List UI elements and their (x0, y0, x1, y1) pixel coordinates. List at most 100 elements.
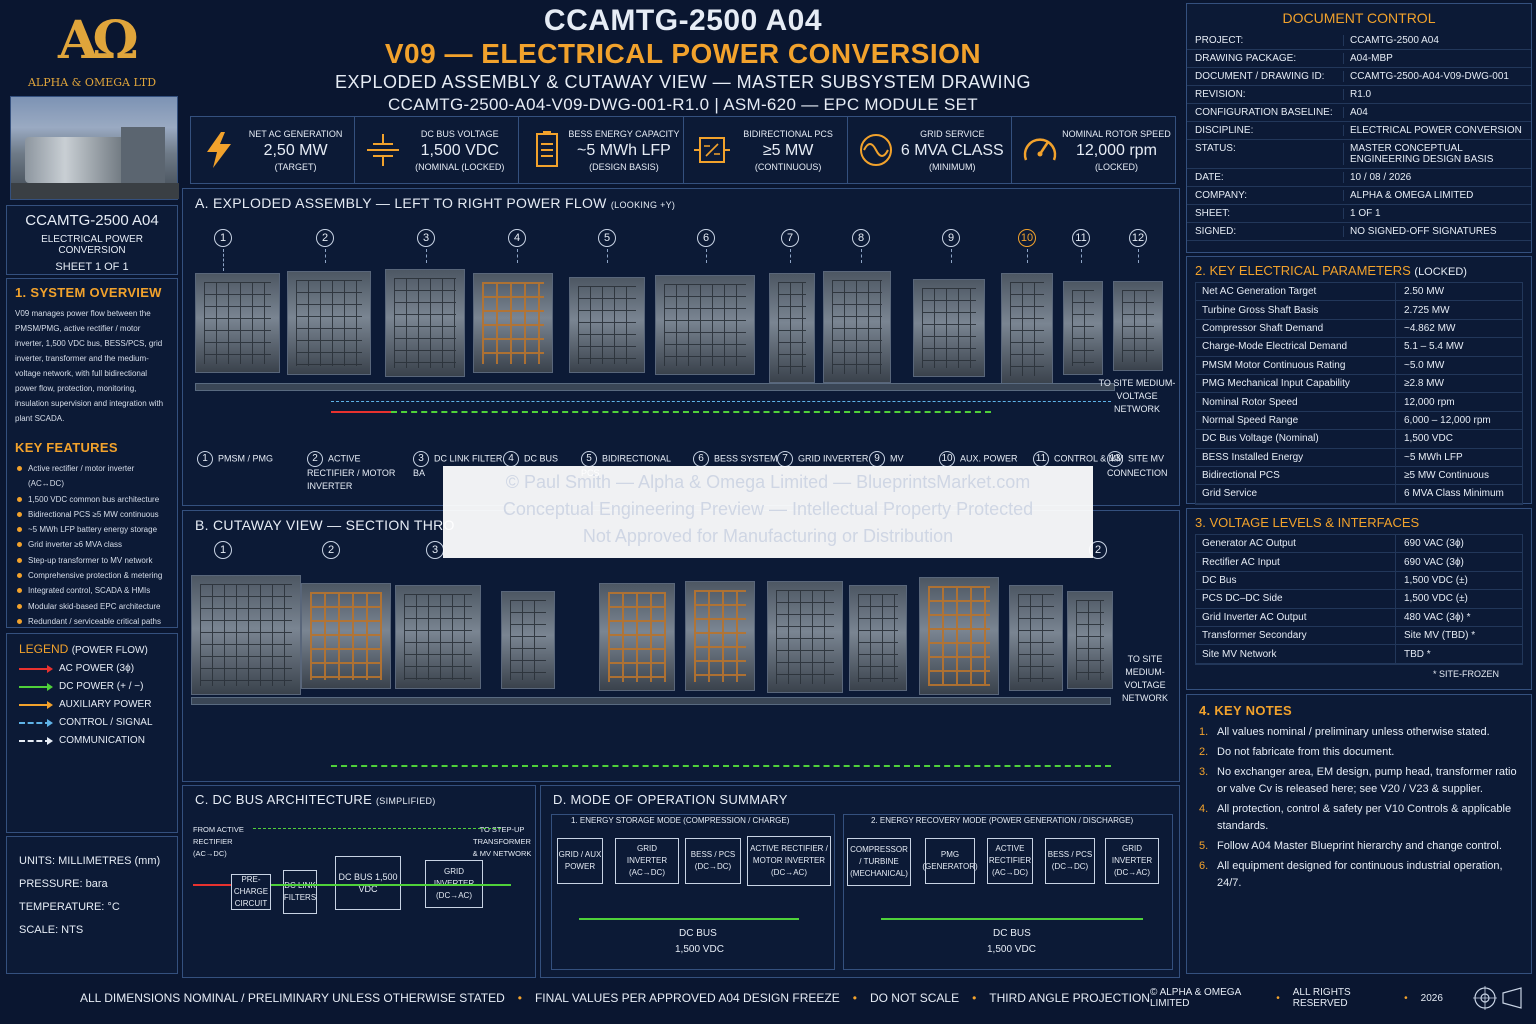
scale-label: SCALE: NTS (19, 924, 84, 936)
mode1-title: 1. ENERGY STORAGE MODE (COMPRESSION / CH… (571, 816, 790, 825)
callout-leader (790, 249, 791, 263)
note-number: 4. (1199, 803, 1209, 815)
callout-number: 8 (852, 229, 870, 247)
kpi-subtitle: (CONTINUOUS) (754, 161, 822, 172)
note-item: 3. No exchanger area, EM design, pump hea… (1199, 764, 1519, 798)
copyright-watermark: © Paul Smith — Alpha & Omega Limited — B… (443, 466, 1093, 558)
field-label: STATUS: (1195, 143, 1236, 154)
label-text: BESS SYSTEM (714, 453, 778, 464)
watermark-line-3: Not Approved for Manufacturing or Distri… (582, 526, 954, 546)
note-text: No exchanger area, EM design, pump head,… (1217, 766, 1517, 795)
footer-note: ALL DIMENSIONS NOMINAL / PRELIMINARY UNL… (80, 991, 505, 1005)
gauge-icon (1023, 138, 1057, 161)
field-label: SIGNED: (1195, 226, 1237, 237)
parameter-name: Bidirectional PCS (1196, 466, 1396, 485)
callout-number: 12 (1129, 229, 1147, 247)
equipment-module (769, 273, 815, 383)
field-value: CCAMTG-2500-A04-V09-DWG-001 (1343, 71, 1523, 82)
cutaway-module (301, 583, 391, 689)
section-a-title-text: A. EXPLODED ASSEMBLY — LEFT TO RIGHT POW… (195, 195, 607, 211)
module-detail (310, 592, 382, 680)
features-title: KEY FEATURES (15, 440, 118, 455)
equipment-module (1001, 273, 1053, 385)
callout-number: 9 (942, 229, 960, 247)
cutaway-module (1009, 585, 1063, 691)
mode1-block: ACTIVE RECTIFIER / MOTOR INVERTER (DC→AC… (747, 836, 831, 886)
mode2-title: 2. ENERGY RECOVERY MODE (POWER GENERATIO… (871, 816, 1134, 825)
architecture-block: DC LINK FILTERS (283, 870, 317, 914)
parameter-value: ~5.0 MW (1404, 359, 1445, 371)
year-text: 2026 (1420, 992, 1443, 1004)
callout-number: 5 (598, 229, 616, 247)
callout-number: 2 (322, 541, 340, 559)
callout-leader (706, 249, 707, 263)
note-item: 5.Follow A04 Master Blueprint hierarchy … (1199, 838, 1519, 855)
parameter-name: PMSM Motor Continuous Rating (1196, 356, 1396, 374)
system-overview-panel: 1. SYSTEM OVERVIEW V09 manages power flo… (6, 278, 178, 628)
field-label: REVISION: (1195, 89, 1246, 100)
legend-title: LEGEND (19, 642, 69, 656)
parameter-name: Site MV Network (1196, 645, 1396, 663)
equipment-module (195, 273, 280, 373)
kpi-subtitle: (LOCKED) (1094, 161, 1138, 172)
kpi-card: BIDIRECTIONAL PCS≥5 MW(CONTINUOUS) (684, 117, 848, 183)
module-detail (404, 594, 472, 680)
module-detail (1122, 290, 1154, 362)
cutaway-module (395, 585, 481, 689)
field-label: DISCIPLINE: (1195, 125, 1254, 136)
kpi-subtitle: (NOMINAL (LOCKED) (415, 161, 505, 172)
feature-item: 1,500 VDC common bus architecture (15, 492, 169, 507)
label-text: GRID INVERTER (798, 453, 869, 464)
field-value: ALPHA & OMEGA LIMITED (1343, 190, 1523, 201)
units-label: UNITS: MILLIMETRES (mm) (19, 855, 161, 867)
label-number: 9 (869, 451, 885, 467)
copyright-text: © ALPHA & OMEGA LIMITED (1149, 987, 1241, 1009)
note-item: 2.Do not fabricate from this document. (1199, 744, 1519, 761)
parameter-name: PMG Mechanical Input Capability (1196, 374, 1396, 393)
field-value: R1.0 (1343, 89, 1523, 100)
note-item: 1.All values nominal / preliminary unles… (1199, 724, 1519, 741)
kpi-text-block: BESS ENERGY CAPACITY~5 MWh LFP(DESIGN BA… (565, 129, 682, 172)
equipment-module (1063, 281, 1103, 375)
note-number: 3. (1199, 766, 1209, 778)
notes-title: 4. KEY NOTES (1199, 703, 1292, 718)
module-detail (296, 280, 362, 366)
dc-bus-architecture-section: C. DC BUS ARCHITECTURE (SIMPLIFIED) FROM… (182, 785, 536, 978)
parameter-row: BESS Installed Energy~5 MWh LFP (1196, 448, 1522, 467)
feature-item: Redundant / serviceable critical paths (15, 614, 169, 629)
module-detail (394, 278, 456, 368)
field-value: CCAMTG-2500 A04 (1343, 35, 1523, 46)
company-logo-block: AΩ ALPHA & OMEGA LTD (6, 4, 179, 204)
callout-leader (607, 249, 608, 263)
mode2-bus-label: DC BUS (993, 928, 1031, 939)
parameter-value: ~5 MWh LFP (1404, 451, 1463, 463)
document-control-row: DOCUMENT / DRAWING ID:CCAMTG-2500-A04-V0… (1187, 68, 1531, 86)
section-d-title: D. MODE OF OPERATION SUMMARY (553, 792, 788, 807)
pcs-icon (693, 137, 730, 163)
parameter-name: Turbine Gross Shaft Basis (1196, 301, 1396, 319)
section-a-title: A. EXPLODED ASSEMBLY — LEFT TO RIGHT POW… (195, 195, 675, 211)
equipment-module (913, 279, 985, 377)
note-number: 5. (1199, 840, 1209, 852)
label-text: DC LINK FILTER BA (413, 453, 503, 478)
exploded-assembly-section: A. EXPLODED ASSEMBLY — LEFT TO RIGHT POW… (182, 188, 1180, 506)
callout-number: 11 (1072, 229, 1090, 247)
label-number: 10 (939, 451, 955, 467)
parameter-value: 2.725 MW (1404, 304, 1450, 316)
label-number: 4 (503, 451, 519, 467)
kpi-value: ~5 MWh LFP (577, 141, 671, 159)
callout-leader (951, 249, 952, 263)
drawing-id: CCAMTG-2500-A04-V09-DWG-001-R1.0 | ASM-6… (388, 95, 978, 114)
legend-item: AC POWER (3ϕ) (19, 663, 165, 674)
mode1-bus-label: DC BUS (679, 928, 717, 939)
label-text: MV (890, 453, 904, 464)
